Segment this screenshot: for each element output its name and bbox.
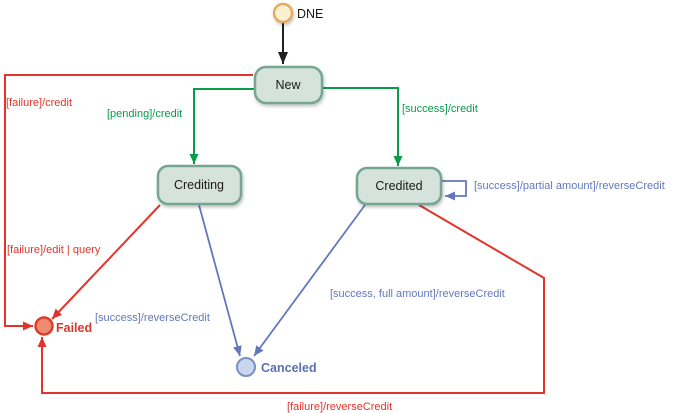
label-new-to-credited: [success]/credit: [402, 103, 478, 115]
state-failed-node: [34, 316, 54, 336]
state-canceled-node: [236, 357, 256, 377]
transition-new-to-crediting-line: [189, 88, 255, 164]
label-new-to-crediting: [pending]/credit: [107, 108, 182, 120]
transition-credited-to-failed-line: [37, 204, 545, 394]
transition-crediting-to-canceled-line: [198, 204, 242, 357]
label-new-to-failed: [failure]/credit: [6, 97, 72, 109]
state-credited-label: Credited: [375, 179, 422, 193]
transition-new-to-failed-line: [4, 74, 253, 331]
transition-credited-to-canceled-line: [253, 204, 366, 357]
state-new-label: New: [275, 78, 301, 92]
state-credited-node: [355, 166, 443, 206]
state-canceled-label: Canceled: [261, 361, 317, 375]
state-crediting-node: [156, 164, 243, 206]
transition-credited-self-loop-line: [442, 180, 467, 201]
transition-crediting-to-failed-line: [51, 204, 161, 320]
label-credited-to-canceled: [success, full amount]/reverseCredit: [330, 288, 505, 300]
label-credited-self-loop: [success]/partial amount]/reverseCredit: [474, 180, 665, 192]
state-crediting-label: Crediting: [174, 178, 224, 192]
state-dne-label: DNE: [297, 7, 323, 21]
transition-new-to-credited-line: [322, 87, 403, 166]
label-credited-to-failed: [failure]/reverseCredit: [287, 401, 392, 413]
label-crediting-to-failed: [failure]/edit | query: [7, 244, 101, 256]
state-failed-label: Failed: [56, 321, 92, 335]
state-new-node: [253, 65, 324, 105]
label-crediting-to-canceled: [success]/reverseCredit: [95, 312, 210, 324]
state-dne-initial-node: [272, 2, 294, 24]
